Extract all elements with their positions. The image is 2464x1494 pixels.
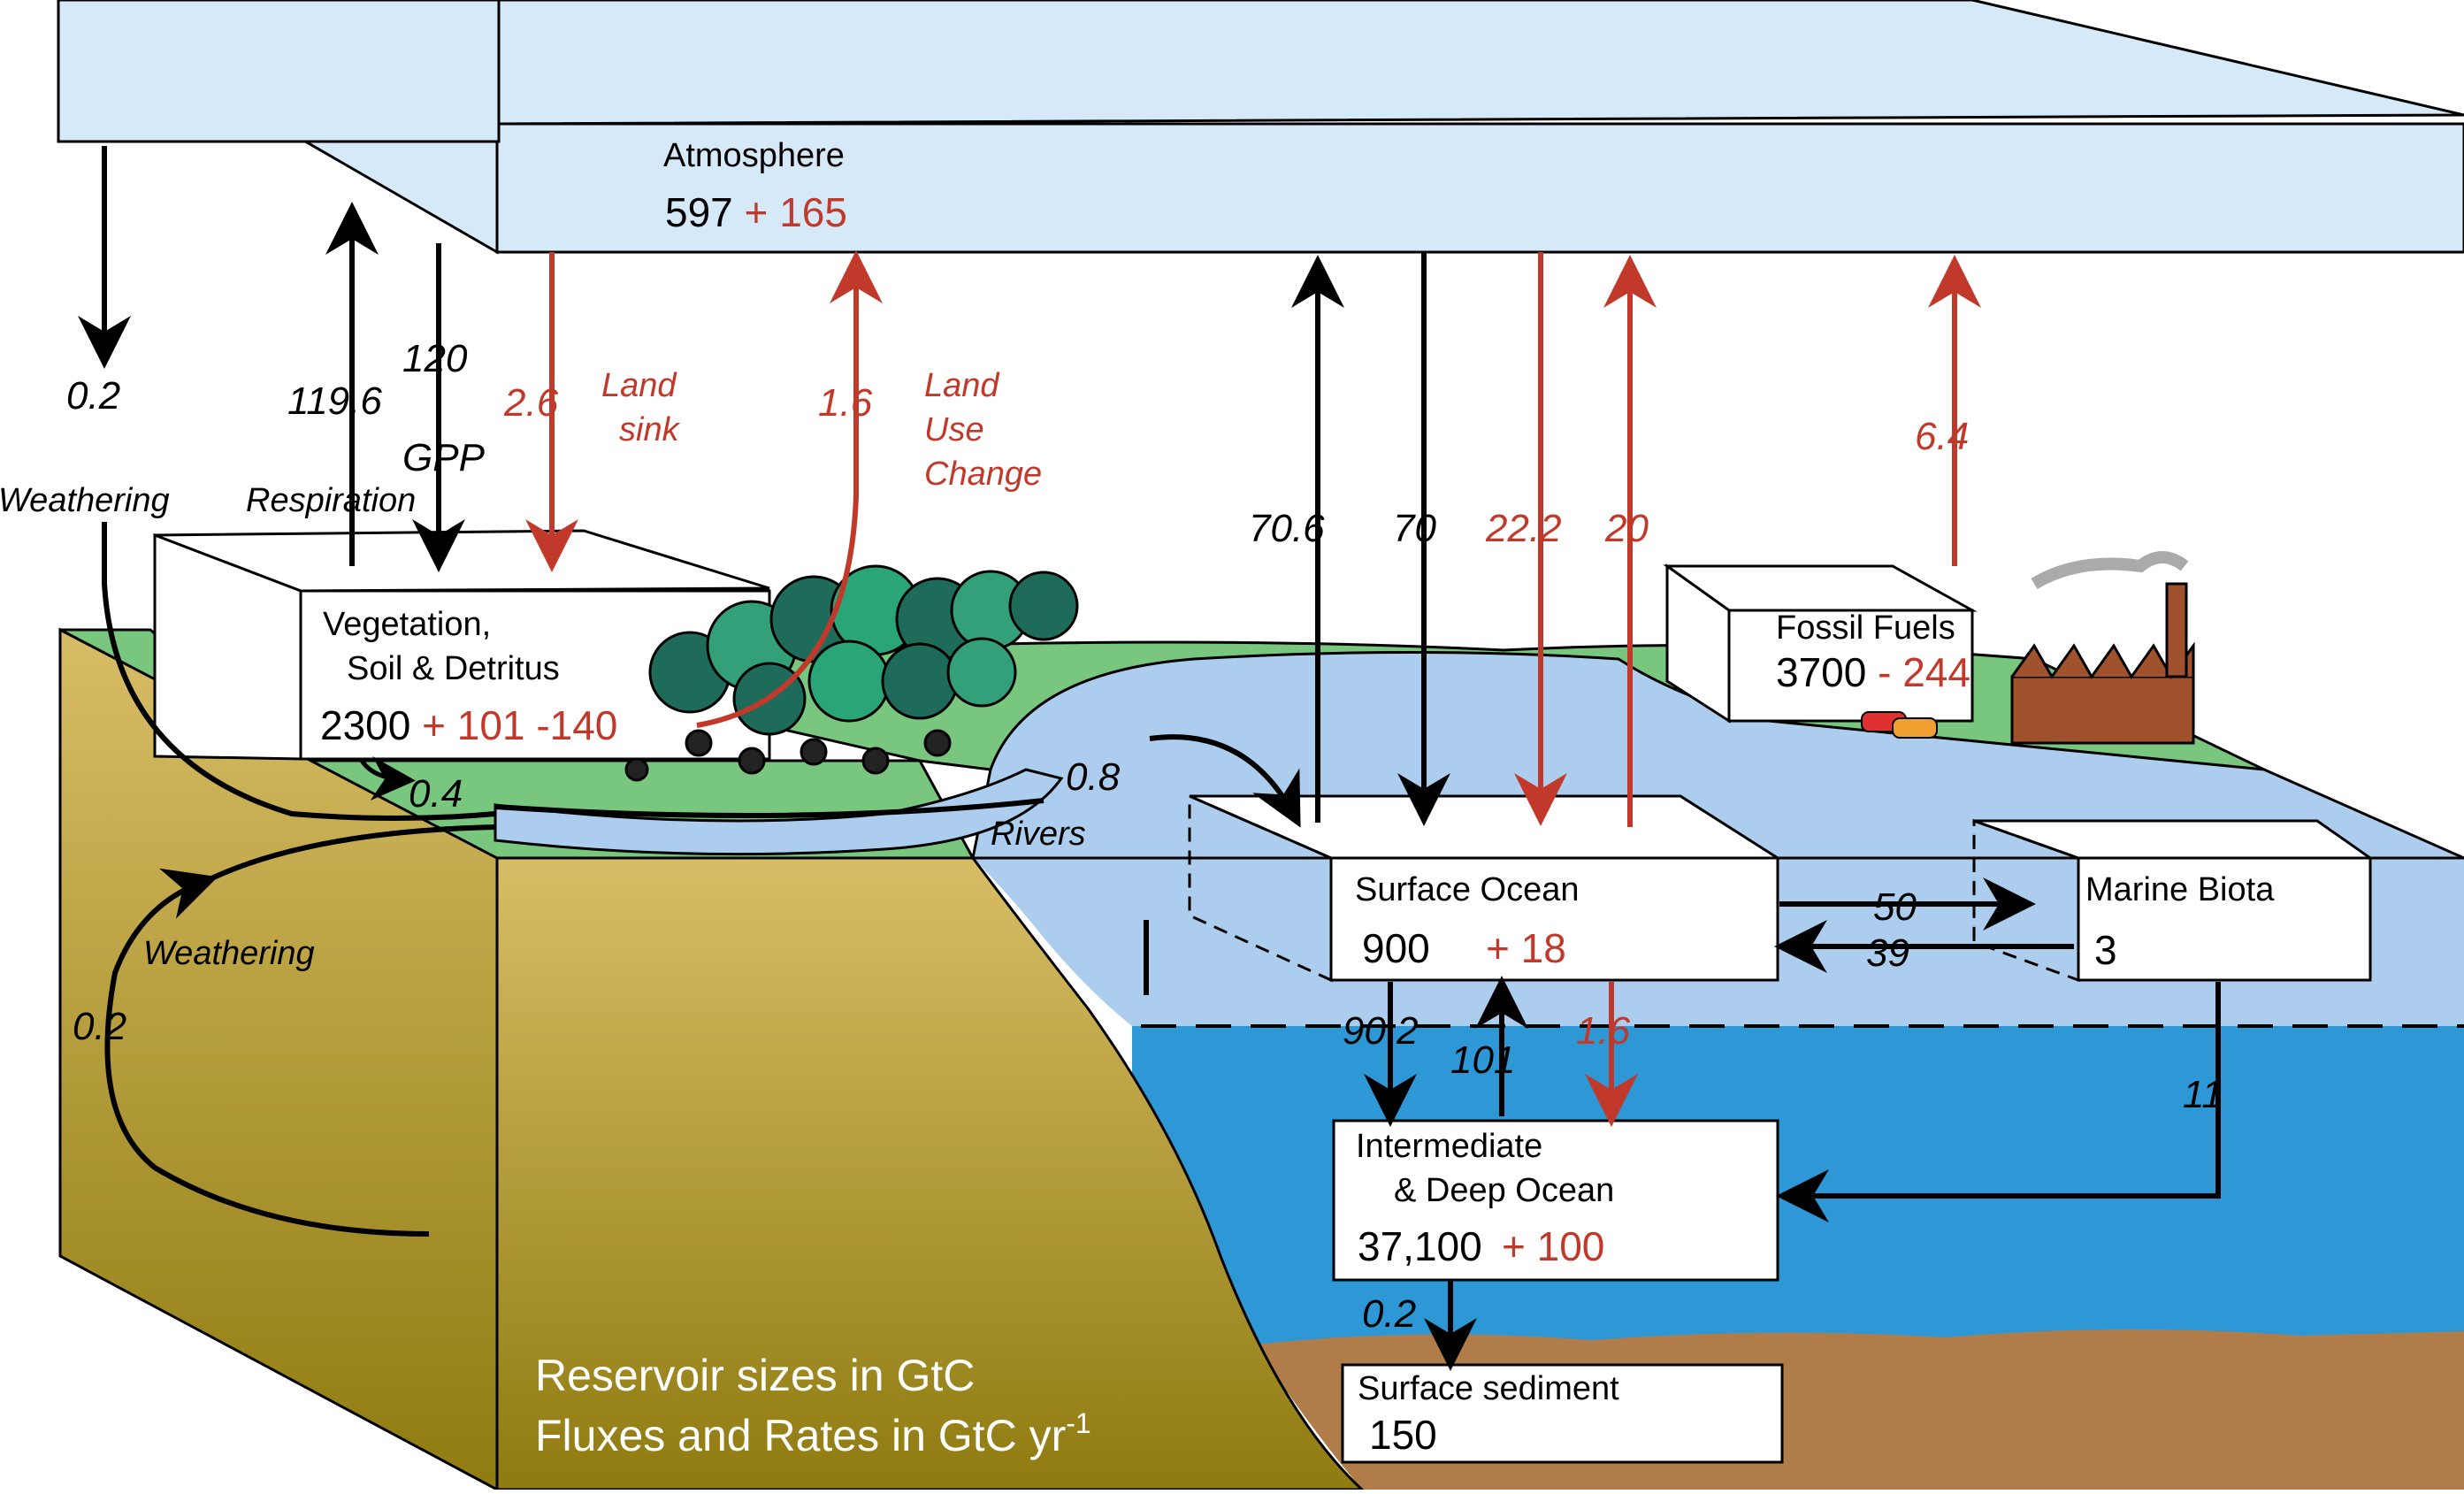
flux-land-sink-label-2: sink	[619, 411, 681, 448]
sediment-label: Surface sediment	[1358, 1370, 1619, 1407]
surface-ocean-value: 900	[1362, 925, 1430, 971]
arrow-weathering-ground	[104, 868, 430, 1237]
surface-ocean-label: Surface Ocean	[1355, 871, 1579, 908]
note-flux-units: Fluxes and Rates in GtC yr-1	[535, 1407, 1091, 1460]
marine-biota-label: Marine Biota	[2085, 871, 2275, 908]
deep-ocean-box	[1332, 1119, 1779, 1282]
flux-ocean-anthro-up: 20	[1604, 507, 1649, 550]
fossil-value: 3700 - 244	[1776, 649, 1970, 695]
surface-ocean-delta: + 18	[1486, 925, 1566, 971]
marine-biota-box	[2077, 856, 2372, 982]
flux-land-sink: 2.6	[503, 381, 559, 425]
atmosphere-label: Atmosphere	[663, 137, 845, 174]
flux-land-use: 1.6	[818, 381, 873, 425]
flux-downwelling: 90.2	[1343, 1009, 1419, 1053]
flux-land-use-label-1: Land	[924, 367, 1000, 404]
deep-ocean-label-2: & Deep Ocean	[1394, 1172, 1614, 1209]
arrow-rivers-veg	[358, 756, 416, 801]
vegetation-value: 2300 + 101 -140	[320, 702, 617, 748]
atmosphere-value: 597 + 165	[665, 189, 847, 235]
flux-gpp-label: GPP	[402, 436, 486, 479]
line-weathering-to-rivers	[102, 522, 496, 821]
flux-land-sink-label-1: Land	[601, 367, 677, 404]
flux-weathering-atm-label: Weathering	[0, 482, 170, 519]
flux-ocean-up: 70.6	[1249, 507, 1325, 550]
flux-respiration-label: Respiration	[246, 482, 416, 519]
forest-illustration	[624, 564, 1079, 782]
fossil-box	[1727, 609, 1974, 723]
flux-biota-sink: 11	[2183, 1073, 2223, 1116]
vegetation-label-2: Soil & Detritus	[347, 650, 560, 687]
earth-block-front	[495, 856, 1366, 1491]
surface-ocean-box	[1329, 856, 1779, 982]
line-weathering-ground-top	[206, 824, 496, 883]
note-reservoir-units: Reservoir sizes in GtC	[535, 1351, 975, 1400]
flux-rivers-label: Rivers	[991, 816, 1086, 853]
flux-rivers-veg: 0.4	[409, 772, 463, 816]
deep-ocean-label-1: Intermediate	[1356, 1128, 1542, 1165]
fossil-label: Fossil Fuels	[1776, 609, 1955, 647]
flux-bio-out: 50	[1873, 885, 1917, 929]
sediment-value: 150	[1369, 1412, 1437, 1458]
arrow-biota-sink	[1776, 982, 2221, 1222]
flux-rivers-ocean: 0.8	[1066, 755, 1121, 799]
deep-ocean-water	[1132, 1026, 2464, 1345]
flux-weathering-ground-label: Weathering	[143, 935, 315, 972]
flux-respiration: 119.6	[287, 379, 382, 423]
flux-weathering-atm: 0.2	[66, 374, 120, 418]
atmosphere-front-left	[57, 0, 501, 143]
flux-fossil: 6.4	[1915, 415, 1969, 458]
flux-anthro-deep: 1.6	[1576, 1009, 1631, 1053]
arrow-land-use-change	[696, 250, 883, 728]
deep-ocean-value: 37,100	[1358, 1223, 1482, 1269]
flux-land-use-label-3: Change	[924, 456, 1042, 493]
flux-ocean-anthro-down: 22.2	[1485, 507, 1562, 550]
vegetation-label-1: Vegetation,	[323, 606, 491, 643]
deep-ocean-delta: + 100	[1502, 1223, 1604, 1269]
flux-gpp: 120	[402, 337, 468, 380]
cars-illustration	[1861, 711, 1938, 739]
factory-illustration	[2010, 551, 2195, 745]
flux-upwelling: 101	[1450, 1038, 1515, 1082]
flux-land-use-label-2: Use	[924, 411, 984, 448]
flux-weathering-ground: 0.2	[73, 1005, 126, 1048]
arrow-rivers-ocean	[1149, 734, 1301, 828]
marine-biota-value: 3	[2094, 927, 2117, 973]
flux-sedimentation: 0.2	[1362, 1292, 1416, 1336]
flux-bio-in: 39	[1866, 931, 1909, 975]
sediment-box	[1341, 1363, 1784, 1464]
river	[494, 768, 1064, 856]
flux-ocean-down: 70	[1393, 507, 1436, 550]
line-rivers	[494, 798, 1045, 818]
